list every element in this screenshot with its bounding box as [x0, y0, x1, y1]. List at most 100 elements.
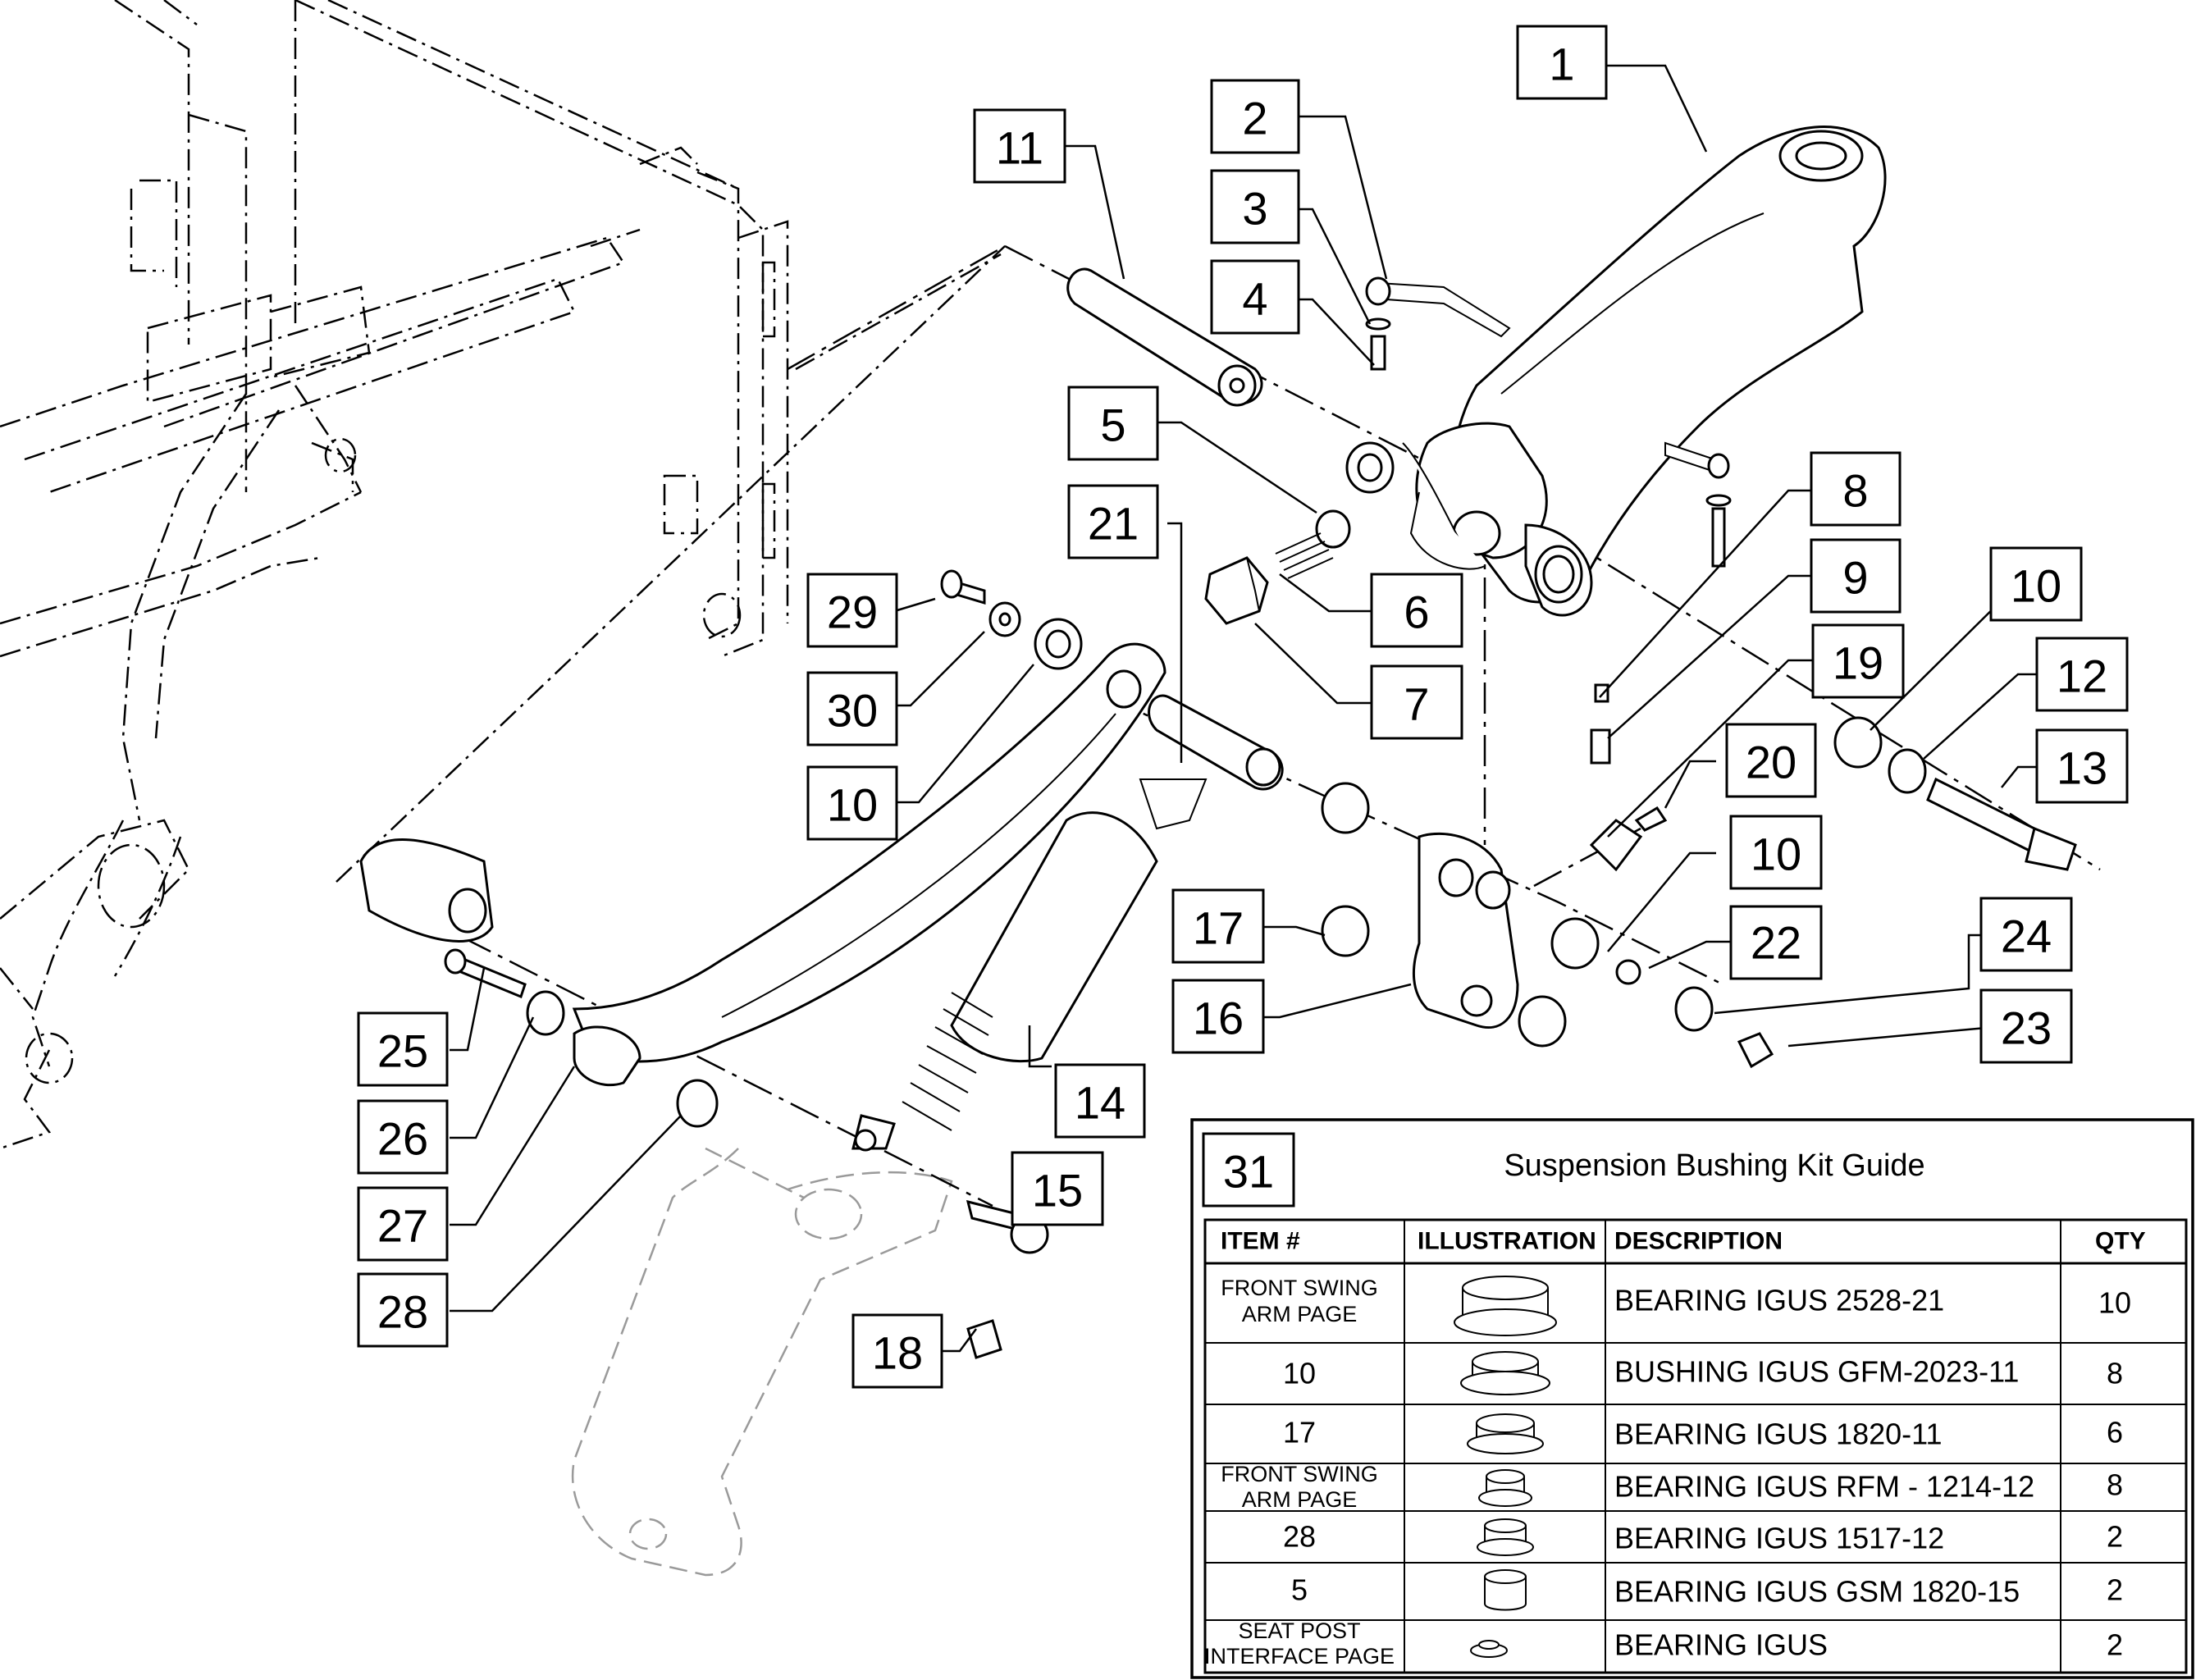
svg-text:15: 15 [1032, 1165, 1083, 1217]
callout-8: 8 [1810, 451, 1902, 527]
kit-row: FRONT SWING ARM PAGE BEARING IGUS RFM - … [1221, 1462, 2123, 1512]
svg-text:28: 28 [1283, 1520, 1316, 1554]
callout-20: 20 [1725, 723, 1817, 798]
svg-text:10: 10 [1283, 1357, 1316, 1390]
svg-text:6: 6 [1404, 587, 1429, 638]
callout-26: 26 [357, 1099, 449, 1175]
svg-text:BEARING IGUS 1517-12: BEARING IGUS 1517-12 [1614, 1522, 1944, 1555]
callout-29: 29 [806, 573, 898, 648]
callout-12: 12 [2035, 637, 2129, 712]
callout-2: 2 [1210, 79, 1300, 154]
svg-text:BEARING IGUS 1820-11: BEARING IGUS 1820-11 [1614, 1418, 1943, 1451]
callout-11: 11 [973, 108, 1066, 184]
kit-guide-table: 31 Suspension Bushing Kit Guide ITEM # I… [1190, 1118, 2194, 1679]
pivot-pin-part [1066, 267, 1395, 549]
callout-23: 23 [1979, 988, 2073, 1064]
svg-text:5: 5 [1100, 399, 1125, 451]
svg-text:6: 6 [2107, 1416, 2123, 1449]
link-rod-hardware [1365, 276, 1732, 568]
clevis-bracket-part [1321, 782, 1600, 1048]
callout-19: 19 [1811, 623, 1905, 699]
svg-text:BEARING IGUS GSM 1820-15: BEARING IGUS GSM 1820-15 [1614, 1575, 2020, 1609]
callout-boxes: 1 2 3 4 5 6 7 8 9 10 10 10 11 12 13 14 1… [357, 25, 2129, 1389]
kit-row: SEAT POST INTERFACE PAGE BEARING IGUS 2 [1204, 1618, 2123, 1669]
svg-text:8: 8 [2107, 1357, 2123, 1390]
svg-text:12: 12 [2057, 651, 2107, 702]
svg-text:30: 30 [827, 685, 878, 737]
callout-21: 21 [1067, 484, 1159, 559]
header-illustration: ILLUSTRATION [1418, 1228, 1596, 1255]
svg-text:10: 10 [827, 779, 878, 831]
svg-text:22: 22 [1751, 917, 1801, 969]
svg-text:29: 29 [827, 587, 878, 638]
callout-9: 9 [1810, 538, 1902, 614]
suspension-arm-part [1402, 126, 1887, 617]
callout-24: 24 [1979, 897, 2073, 972]
callout-10-left: 10 [806, 765, 898, 841]
kit-row: 28 BEARING IGUS 1517-12 2 [1283, 1518, 2123, 1556]
chassis-frame-phantom [0, 0, 1006, 1150]
svg-text:BUSHING IGUS GFM-2023-11: BUSHING IGUS GFM-2023-11 [1614, 1355, 2019, 1389]
callout-30: 30 [806, 671, 898, 746]
bearing-illustration [1477, 1518, 1534, 1556]
callout-17: 17 [1171, 888, 1265, 964]
header-description: DESCRIPTION [1614, 1228, 1783, 1255]
svg-text:4: 4 [1242, 273, 1267, 325]
svg-text:18: 18 [872, 1327, 923, 1379]
svg-text:24: 24 [2001, 911, 2052, 962]
svg-text:17: 17 [1283, 1416, 1316, 1449]
callout-25: 25 [357, 1011, 449, 1087]
svg-text:8: 8 [1842, 465, 1868, 517]
svg-text:FRONT SWING: FRONT SWING [1221, 1462, 1378, 1486]
svg-text:5: 5 [1291, 1573, 1308, 1607]
svg-text:11: 11 [996, 122, 1043, 174]
shock-absorber-part [851, 778, 1208, 1152]
callout-18: 18 [851, 1313, 943, 1389]
svg-text:FRONT SWING: FRONT SWING [1221, 1276, 1378, 1300]
svg-text:19: 19 [1833, 637, 1883, 689]
svg-text:10: 10 [2098, 1286, 2131, 1320]
kit-guide-grid [1203, 1218, 2188, 1674]
small-bearing-illustration [1470, 1640, 1508, 1658]
callout-10-center: 10 [1729, 815, 1823, 890]
right-side-hardware [1589, 683, 2077, 1069]
svg-text:20: 20 [1746, 737, 1797, 788]
svg-text:10: 10 [2011, 560, 2061, 612]
svg-text:2: 2 [2107, 1573, 2123, 1607]
kit-guide-title: Suspension Bushing Kit Guide [1504, 1148, 1924, 1183]
bearing-illustration [1454, 1276, 1557, 1336]
trailing-arm-part [572, 569, 1284, 1063]
svg-text:BEARING IGUS 2528-21: BEARING IGUS 2528-21 [1614, 1284, 1944, 1317]
sleeve-bearing-illustration [1484, 1569, 1527, 1611]
svg-text:2: 2 [1242, 93, 1267, 144]
svg-text:8: 8 [2107, 1468, 2123, 1502]
left-lower-hardware [359, 838, 1049, 1359]
callout-7: 7 [1370, 664, 1463, 740]
callout-6: 6 [1370, 573, 1463, 648]
svg-text:ARM PAGE: ARM PAGE [1242, 1487, 1358, 1512]
kit-guide-item-number: 31 [1223, 1146, 1274, 1198]
ghost-swing-arm [571, 1147, 953, 1577]
svg-text:16: 16 [1193, 993, 1244, 1044]
callout-27: 27 [357, 1186, 449, 1262]
callout-22: 22 [1729, 905, 1823, 980]
callout-3: 3 [1210, 169, 1300, 244]
svg-text:7: 7 [1404, 678, 1429, 730]
header-item: ITEM # [1221, 1228, 1300, 1255]
svg-text:25: 25 [377, 1025, 428, 1077]
svg-text:9: 9 [1842, 552, 1868, 604]
bearing-illustration [1467, 1413, 1544, 1454]
callout-5: 5 [1067, 386, 1159, 461]
svg-text:1: 1 [1549, 39, 1574, 90]
svg-text:21: 21 [1088, 498, 1139, 550]
callout-1: 1 [1516, 25, 1608, 100]
header-qty: QTY [2095, 1228, 2146, 1255]
callout-13: 13 [2035, 728, 2129, 804]
svg-text:BEARING IGUS RFM - 1214-12: BEARING IGUS RFM - 1214-12 [1614, 1470, 2034, 1504]
svg-text:INTERFACE PAGE: INTERFACE PAGE [1204, 1644, 1395, 1669]
svg-text:23: 23 [2001, 1002, 2052, 1054]
svg-text:27: 27 [377, 1200, 428, 1252]
bearing-illustration [1478, 1469, 1532, 1507]
svg-text:BEARING IGUS: BEARING IGUS [1614, 1628, 1828, 1662]
